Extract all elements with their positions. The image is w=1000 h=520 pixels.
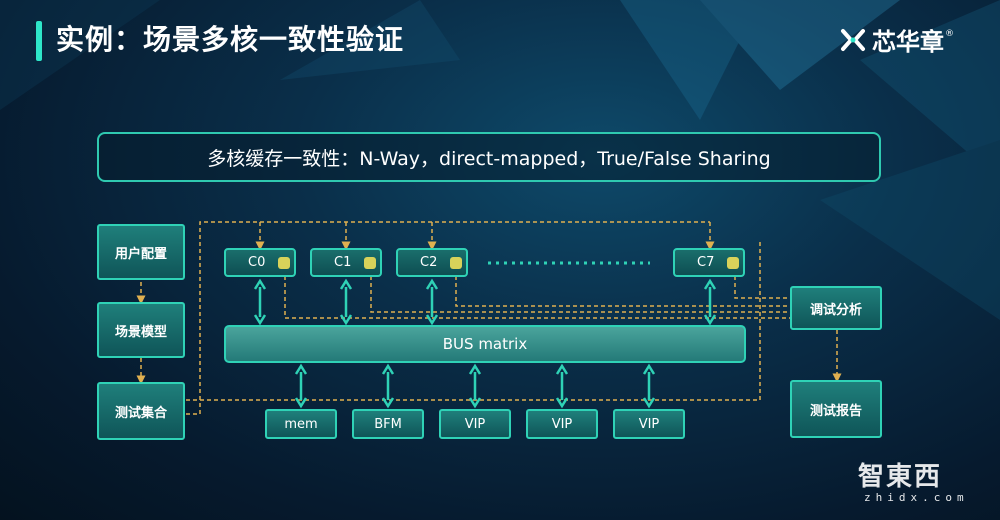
coherence-banner: 多核缓存一致性：N-Way，direct-mapped，True/False S… bbox=[97, 132, 881, 182]
core-bus-arrow bbox=[339, 278, 353, 326]
slide-title: 实例：场景多核一致性验证 bbox=[56, 23, 405, 56]
watermark: 智東西 zhidx.com bbox=[858, 456, 969, 504]
peripheral-bfm: BFM bbox=[352, 409, 424, 439]
watermark-sub: zhidx.com bbox=[864, 491, 969, 504]
debug-analysis-box: 调试分析 bbox=[790, 286, 882, 330]
peripheral-vip-2: VIP bbox=[526, 409, 598, 439]
peripheral-vip-3: VIP bbox=[613, 409, 685, 439]
core-label: C1 bbox=[334, 255, 352, 270]
logo-x-icon bbox=[841, 28, 865, 51]
logo-text: 芯华章 bbox=[872, 28, 944, 56]
user-config-box: 用户配置 bbox=[97, 224, 185, 280]
bus-matrix: BUS matrix bbox=[224, 325, 746, 363]
logo-registered-mark: ® bbox=[945, 28, 954, 39]
test-report-box: 测试报告 bbox=[790, 380, 882, 438]
core-c2: C2 bbox=[396, 248, 468, 277]
cache-indicator bbox=[364, 257, 376, 269]
bus-peripheral-arrow bbox=[381, 363, 395, 409]
peripheral-mem: mem bbox=[265, 409, 337, 439]
cache-indicator bbox=[278, 257, 290, 269]
cache-indicator bbox=[450, 257, 462, 269]
core-bus-arrow bbox=[425, 278, 439, 326]
core-label: C0 bbox=[248, 255, 266, 270]
core-c0: C0 bbox=[224, 248, 296, 277]
core-c7: C7 bbox=[673, 248, 745, 277]
company-logo: 芯华章 ® bbox=[840, 22, 954, 57]
test-suite-box: 测试集合 bbox=[97, 382, 185, 440]
bus-peripheral-arrow bbox=[468, 363, 482, 409]
core-bus-arrow bbox=[253, 278, 267, 326]
bus-peripheral-arrow bbox=[294, 363, 308, 409]
title-accent-bar bbox=[36, 21, 42, 61]
core-bus-arrow bbox=[703, 278, 717, 326]
watermark-main: 智東西 bbox=[858, 462, 943, 492]
cache-indicator bbox=[727, 257, 739, 269]
bus-peripheral-arrow bbox=[555, 363, 569, 409]
core-label: C7 bbox=[697, 255, 715, 270]
core-c1: C1 bbox=[310, 248, 382, 277]
scenario-model-box: 场景模型 bbox=[97, 302, 185, 358]
peripheral-vip-1: VIP bbox=[439, 409, 511, 439]
core-label: C2 bbox=[420, 255, 438, 270]
bus-peripheral-arrow bbox=[642, 363, 656, 409]
